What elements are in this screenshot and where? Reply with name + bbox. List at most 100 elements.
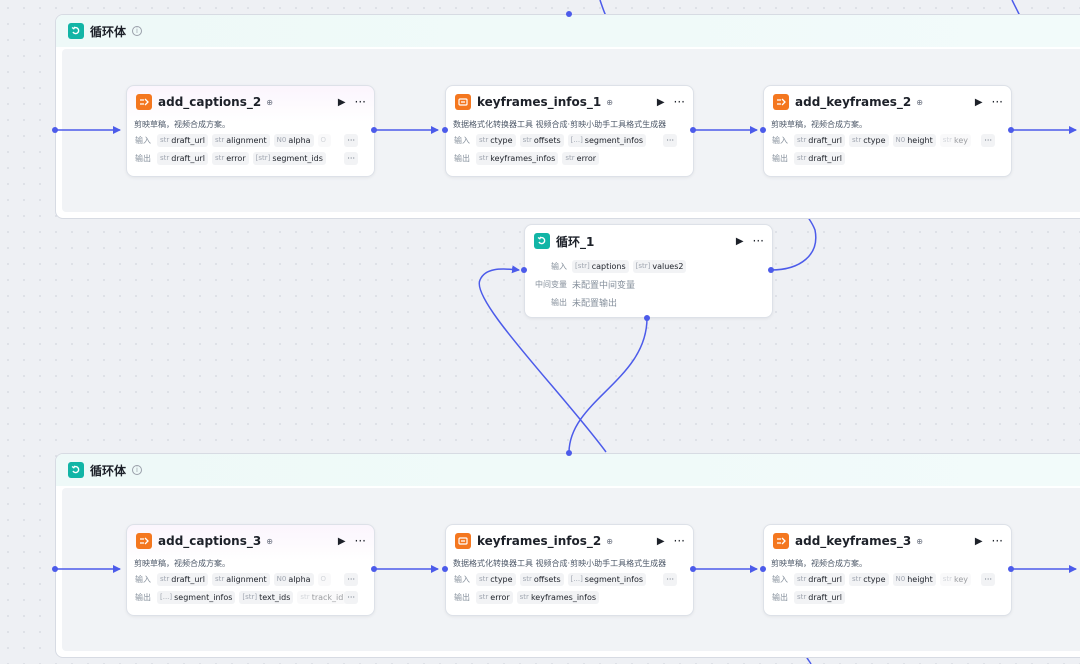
input-label: 输入 bbox=[551, 261, 567, 271]
node-description: 数据格式化转换器工具 视频合成·剪映小助手工具格式生成器 bbox=[453, 120, 667, 129]
node-title: add_captions_2 bbox=[158, 95, 262, 109]
more-options-button[interactable]: ··· bbox=[354, 95, 366, 109]
edge-loop1-out bbox=[770, 213, 817, 271]
loop-icon bbox=[68, 23, 84, 39]
node-loop-1[interactable]: 循环_1 ▶ ··· 输入 [str]captions [str]values2… bbox=[524, 224, 773, 318]
run-node-button[interactable]: ▶ bbox=[337, 96, 346, 108]
output-port[interactable] bbox=[1008, 566, 1014, 572]
node-title: keyframes_infos_2 bbox=[477, 534, 602, 548]
more-options-button[interactable]: ··· bbox=[991, 534, 1003, 548]
input-port[interactable] bbox=[760, 127, 766, 133]
param-chip: [str]captions bbox=[572, 259, 629, 273]
node-add-keyframes-2[interactable]: add_keyframes_2 ⊕ ▶ ··· 剪映草稿，视频合成方案。 输入 … bbox=[763, 85, 1012, 177]
more-options-button[interactable]: ··· bbox=[673, 95, 685, 109]
more-params-button[interactable]: ··· bbox=[344, 572, 358, 586]
output-label: 输出 bbox=[772, 153, 788, 163]
more-params-button[interactable]: ··· bbox=[344, 151, 358, 165]
node-keyframes-infos-1[interactable]: keyframes_infos_1 ⊕ ▶ ··· 数据格式化转换器工具 视频合… bbox=[445, 85, 694, 177]
output-port[interactable] bbox=[371, 566, 377, 572]
more-params-button[interactable]: ··· bbox=[981, 133, 995, 147]
output-label: 输出 bbox=[454, 153, 470, 163]
param-chip: O bbox=[317, 133, 332, 147]
param-chip: [...]segment_infos bbox=[567, 572, 647, 586]
input-port[interactable] bbox=[521, 267, 527, 273]
run-node-button[interactable]: ▶ bbox=[974, 535, 983, 547]
info-icon[interactable]: i bbox=[132, 26, 143, 36]
input-port[interactable] bbox=[442, 566, 448, 572]
run-node-button[interactable]: ▶ bbox=[656, 535, 665, 547]
input-label: 输入 bbox=[135, 574, 151, 584]
param-chip: [...]segment_infos bbox=[567, 133, 647, 147]
edge-loop1-to-body bbox=[568, 317, 648, 453]
node-description: 剪映草稿，视频合成方案。 bbox=[134, 120, 230, 129]
loop-body-header: 循环体 i bbox=[56, 454, 1080, 486]
run-node-button[interactable]: ▶ bbox=[735, 235, 744, 247]
input-label: 输入 bbox=[454, 574, 470, 584]
more-options-button[interactable]: ··· bbox=[991, 95, 1003, 109]
more-params-button[interactable]: ··· bbox=[663, 572, 677, 586]
param-chip: [str]segment_ids bbox=[252, 151, 326, 165]
plugin-icon bbox=[773, 94, 789, 110]
param-chip: O bbox=[317, 572, 332, 586]
more-params-button[interactable]: ··· bbox=[344, 133, 358, 147]
plugin-icon bbox=[136, 94, 152, 110]
loop-body-port[interactable] bbox=[644, 315, 650, 321]
more-params-button[interactable]: ··· bbox=[663, 133, 677, 147]
param-chip: [str]text_ids bbox=[239, 590, 294, 604]
more-params-button[interactable]: ··· bbox=[344, 590, 358, 604]
node-title: add_keyframes_2 bbox=[795, 95, 912, 109]
param-chip: [...]segment_infos bbox=[157, 590, 236, 604]
node-add-keyframes-3[interactable]: add_keyframes_3 ⊕ ▶ ··· 剪映草稿，视频合成方案。 输入 … bbox=[763, 524, 1012, 616]
node-add-captions-2[interactable]: add_captions_2 ⊕ ▶ ··· 剪映草稿，视频合成方案。 输入 s… bbox=[126, 85, 375, 177]
output-port[interactable] bbox=[690, 566, 696, 572]
run-node-button[interactable]: ▶ bbox=[337, 535, 346, 547]
output-port[interactable] bbox=[1008, 127, 1014, 133]
input-port[interactable] bbox=[760, 566, 766, 572]
output-port[interactable] bbox=[371, 127, 377, 133]
output-port[interactable] bbox=[690, 127, 696, 133]
more-options-button[interactable]: ··· bbox=[752, 234, 764, 248]
run-node-button[interactable]: ▶ bbox=[656, 96, 665, 108]
node-description: 数据格式化转换器工具 视频合成·剪映小助手工具格式生成器 bbox=[453, 559, 667, 568]
node-title: add_keyframes_3 bbox=[795, 534, 912, 548]
output-port[interactable] bbox=[768, 267, 774, 273]
plugin-badge-icon: ⊕ bbox=[916, 536, 923, 546]
node-title: 循环_1 bbox=[556, 234, 595, 249]
input-port[interactable] bbox=[442, 127, 448, 133]
converter-icon bbox=[455, 533, 471, 549]
more-params-button[interactable]: ··· bbox=[981, 572, 995, 586]
run-node-button[interactable]: ▶ bbox=[974, 96, 983, 108]
plugin-badge-icon: ⊕ bbox=[266, 97, 273, 107]
plugin-icon bbox=[773, 533, 789, 549]
loop-icon bbox=[68, 462, 84, 478]
more-options-button[interactable]: ··· bbox=[673, 534, 685, 548]
node-keyframes-infos-2[interactable]: keyframes_infos_2 ⊕ ▶ ··· 数据格式化转换器工具 视频合… bbox=[445, 524, 694, 616]
more-options-button[interactable]: ··· bbox=[354, 534, 366, 548]
info-icon[interactable]: i bbox=[132, 465, 143, 475]
node-add-captions-3[interactable]: add_captions_3 ⊕ ▶ ··· 剪映草稿，视频合成方案。 输入 s… bbox=[126, 524, 375, 616]
node-description: 剪映草稿，视频合成方案。 bbox=[771, 559, 867, 568]
